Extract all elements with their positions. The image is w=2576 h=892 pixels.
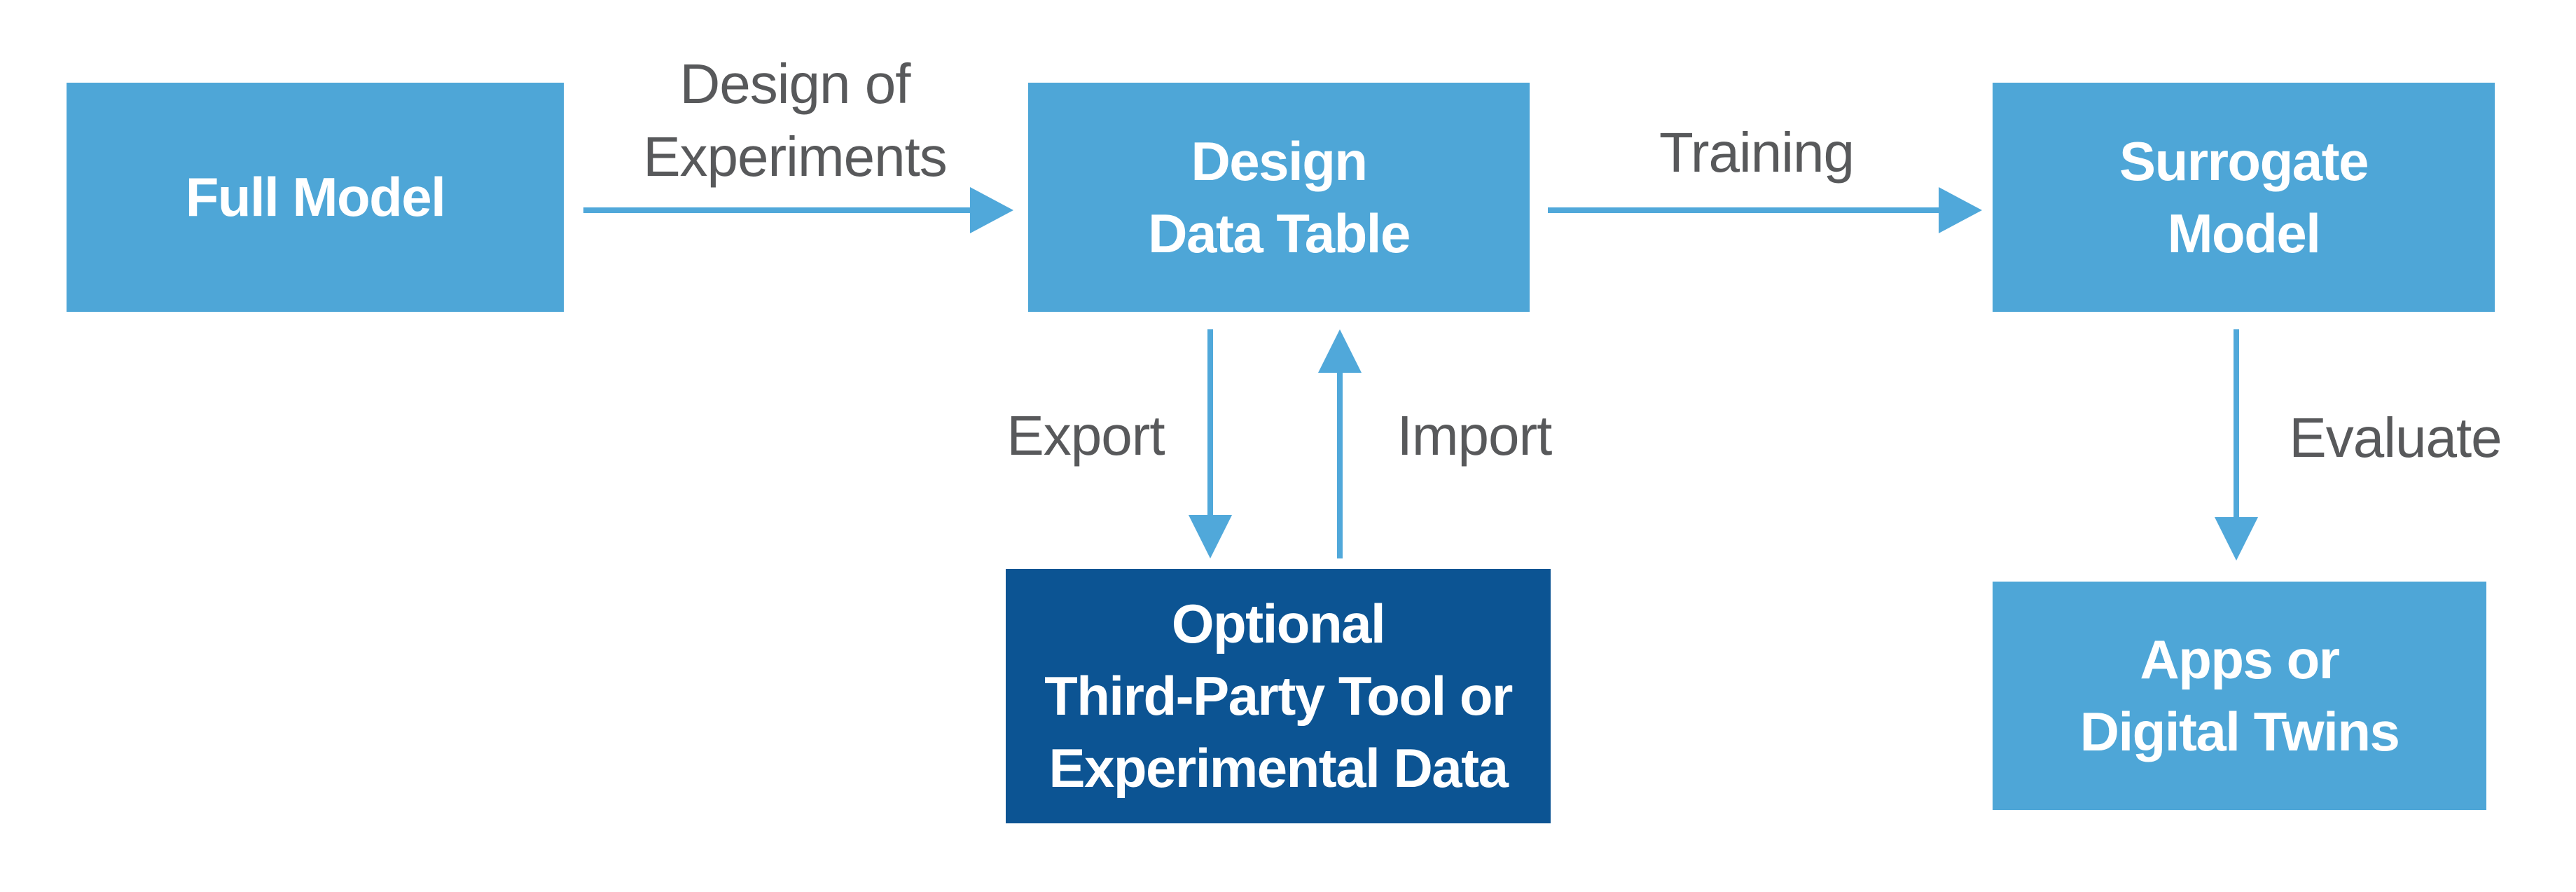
node-apps-digital-twins: Apps or Digital Twins: [1993, 582, 2486, 810]
node-surrogate-model-label: Surrogate Model: [2119, 130, 2369, 264]
export-label: Export: [1006, 404, 1165, 467]
node-optional-third-party-label: Optional Third-Party Tool or Experimenta…: [1044, 593, 1513, 799]
node-apps-digital-twins-label: Apps or Digital Twins: [2079, 629, 2400, 762]
node-design-data-table: Design Data Table: [1028, 83, 1530, 312]
node-full-model-label: Full Model: [185, 166, 446, 228]
node-design-data-table-label: Design Data Table: [1148, 130, 1411, 264]
node-optional-third-party: Optional Third-Party Tool or Experimenta…: [1006, 569, 1551, 823]
import-label: Import: [1397, 404, 1553, 467]
evaluate-label: Evaluate: [2289, 406, 2502, 469]
node-full-model: Full Model: [67, 83, 564, 312]
training-label: Training: [1659, 121, 1855, 184]
node-surrogate-model: Surrogate Model: [1993, 83, 2495, 312]
design-of-experiments-label: Design of Experiments: [643, 53, 948, 188]
